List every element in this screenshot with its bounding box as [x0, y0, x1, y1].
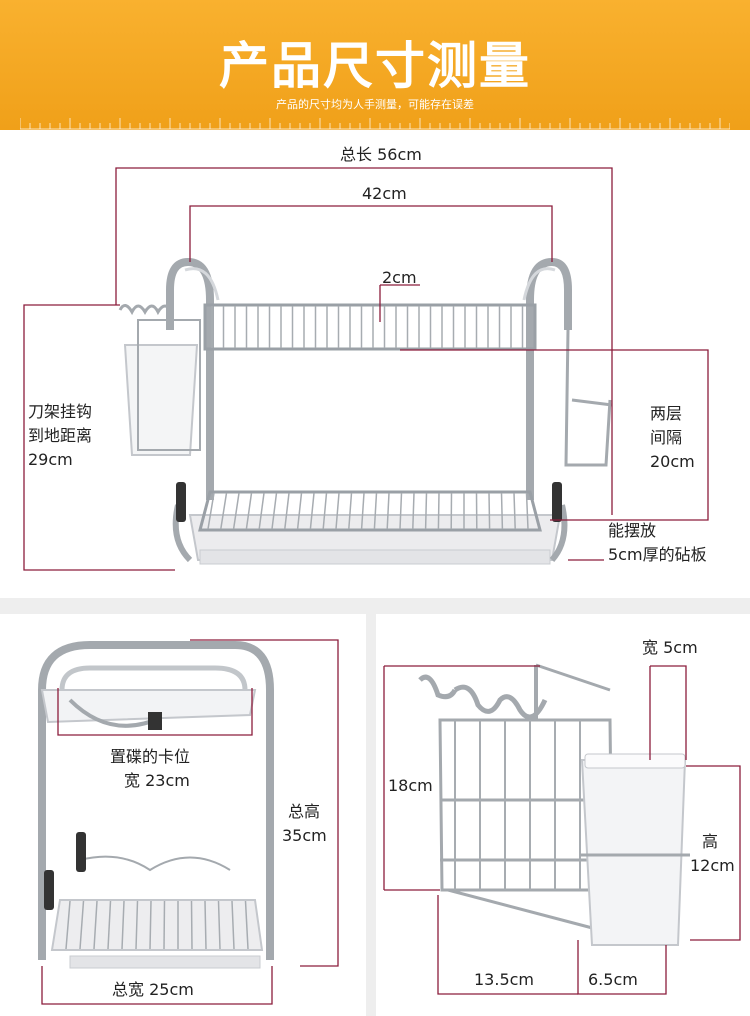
- wire-gap-label: 2cm: [382, 268, 417, 287]
- total-width-label: 总宽 25cm: [112, 980, 194, 999]
- layer-gap-label-3: 20cm: [650, 452, 695, 471]
- total-length-label: 总长 56cm: [340, 145, 422, 164]
- cup-height-label-2: 12cm: [690, 856, 735, 875]
- cup-depth-label: 6.5cm: [588, 970, 638, 989]
- total-height-label-1: 总高: [288, 802, 321, 821]
- rack-height-label: 18cm: [388, 776, 433, 795]
- ruler-decoration: [20, 118, 730, 130]
- board-capacity-label-2: 5cm厚的砧板: [608, 545, 707, 564]
- header-banner: 产品尺寸测量 产品的尺寸均为人手测量，可能存在误差: [0, 0, 750, 130]
- page-title: 产品尺寸测量: [219, 37, 531, 95]
- plate-slot-label-1: 置碟的卡位: [110, 747, 191, 766]
- total-height-label-2: 35cm: [282, 826, 327, 845]
- page-subtitle: 产品的尺寸均为人手测量，可能存在误差: [276, 98, 474, 111]
- layer-gap-label-1: 两层: [650, 404, 683, 423]
- side-view-illustration: [38, 639, 339, 1005]
- cup-width-label: 宽 5cm: [642, 638, 698, 657]
- board-capacity-label-1: 能摆放: [608, 521, 657, 540]
- cup-height-label-1: 高: [702, 832, 719, 851]
- knife-hook-label-2: 到地距离: [28, 426, 93, 445]
- knife-hook-label-3: 29cm: [28, 450, 73, 469]
- main-rack-illustration: [23, 167, 709, 571]
- layer-gap-label-2: 间隔: [650, 428, 683, 447]
- plate-slot-label-2: 宽 23cm: [124, 771, 190, 790]
- inner-length-label: 42cm: [362, 184, 407, 203]
- rack-depth-label: 13.5cm: [474, 970, 535, 989]
- knife-hook-label-1: 刀架挂钩: [28, 402, 93, 421]
- section-divider-vertical: [366, 598, 376, 1016]
